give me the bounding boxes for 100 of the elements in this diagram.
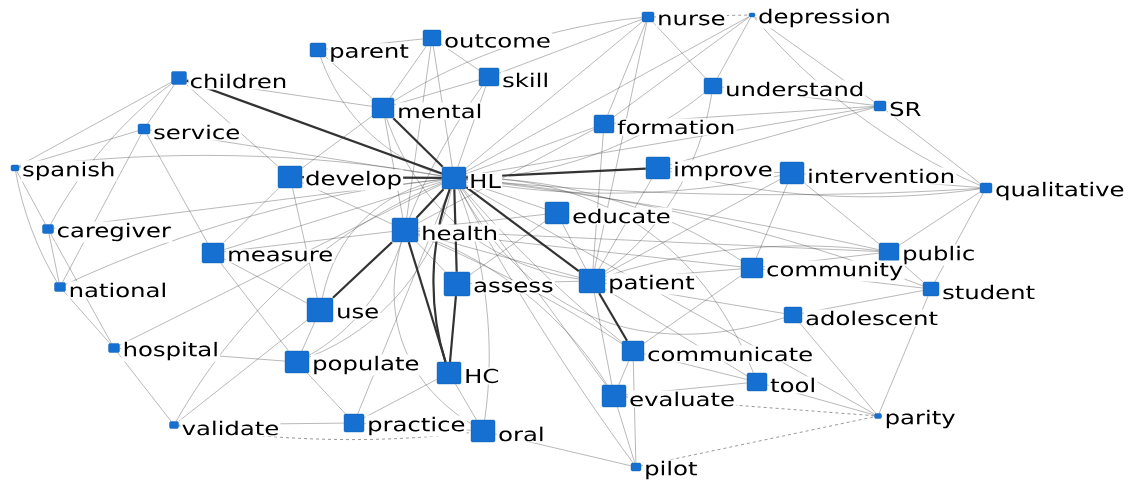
edge-line: [146, 134, 208, 243]
edge-line: [223, 188, 279, 243]
edge-line: [462, 189, 606, 385]
edge-line: [64, 291, 111, 344]
node-square: [470, 419, 496, 443]
node-square: [779, 161, 805, 185]
node-label: service: [151, 123, 242, 141]
node-square: [436, 361, 462, 385]
edge-line: [605, 179, 780, 275]
edge-line: [463, 189, 622, 343]
edge-line: [325, 57, 372, 99]
node-label: understand: [723, 80, 866, 98]
edge-line: [178, 320, 307, 422]
edge-line: [605, 245, 879, 277]
edge-line: [415, 188, 445, 219]
node-square: [343, 413, 365, 433]
edge-line: [804, 182, 879, 244]
edge-line: [614, 17, 750, 117]
edge-line: [466, 127, 594, 174]
node-label: validate: [180, 419, 281, 437]
edge-line: [309, 242, 402, 356]
edge-line: [644, 275, 741, 344]
node-label: measure: [225, 249, 335, 263]
node-label: assess: [471, 280, 555, 294]
edge-line: [465, 186, 580, 273]
node-square: [478, 67, 500, 87]
node-square: [544, 201, 570, 225]
node-label: tool: [768, 376, 818, 394]
node-square: [371, 97, 395, 119]
edge-line: [224, 181, 442, 250]
edge-line: [322, 180, 442, 298]
node-label: caregiver: [55, 221, 173, 243]
edge-line: [224, 231, 392, 252]
edge-line: [717, 17, 751, 78]
edge-line: [19, 82, 172, 166]
edge-line: [186, 79, 443, 175]
edge-line: [470, 221, 545, 275]
edge-line: [393, 242, 471, 424]
edge-line: [364, 379, 437, 418]
edge-line: [19, 130, 138, 167]
node-square: [601, 384, 627, 408]
edge-line: [466, 106, 874, 177]
edge-line: [16, 171, 46, 225]
node-label: student: [940, 283, 1037, 301]
edge-line: [562, 224, 586, 269]
edge-line: [224, 258, 307, 304]
edge-line: [756, 184, 788, 258]
node-label: mental: [395, 102, 484, 120]
node-square: [878, 242, 900, 262]
node-square: [443, 271, 471, 297]
edge-line: [652, 22, 706, 78]
node-label: hospital: [121, 340, 221, 362]
edge-line: [416, 242, 446, 272]
node-label: parent: [327, 43, 411, 63]
edge-line: [455, 384, 477, 420]
edge-line: [640, 416, 875, 467]
edge-line: [117, 352, 172, 422]
edge-line: [598, 292, 628, 342]
edge-line: [441, 44, 479, 71]
edge-line: [459, 189, 634, 463]
edge-line: [594, 293, 613, 385]
edge-line: [320, 57, 442, 175]
node-square: [783, 306, 803, 324]
node-label: children: [188, 72, 289, 90]
edge-line: [50, 83, 172, 225]
node-square: [645, 156, 671, 180]
edge-line: [394, 79, 479, 105]
edge-line: [175, 182, 442, 422]
node-label: adolescent: [803, 309, 940, 327]
edge-line: [406, 46, 432, 218]
node-label: skill: [500, 71, 551, 89]
node-square: [422, 29, 442, 47]
node-label: national: [67, 281, 169, 299]
edge-line: [466, 16, 749, 172]
node-label: parity: [883, 408, 957, 430]
node-label: health: [419, 224, 500, 242]
node-square: [306, 297, 334, 323]
edge-line: [459, 189, 784, 335]
edge-line: [670, 107, 874, 165]
edge-line: [617, 407, 635, 463]
edge-line: [307, 373, 346, 414]
node-square: [621, 340, 645, 362]
node-square: [593, 114, 615, 134]
edge-line: [48, 233, 60, 283]
node-label: evaluate: [627, 390, 737, 408]
edge-line: [301, 322, 315, 351]
edge-line: [332, 241, 393, 299]
edge-line: [407, 241, 447, 363]
edge-line: [292, 188, 318, 298]
node-label: intervention: [805, 167, 957, 185]
node-label: educate: [570, 207, 672, 225]
edge-line: [418, 129, 594, 224]
edge-line: [899, 191, 980, 246]
node-square: [703, 77, 723, 95]
edge-line: [220, 263, 289, 351]
edge-line: [386, 118, 579, 280]
edge-line: [119, 183, 442, 346]
edge-line: [799, 323, 876, 414]
node-square: [309, 42, 327, 58]
edge-line: [65, 179, 442, 285]
